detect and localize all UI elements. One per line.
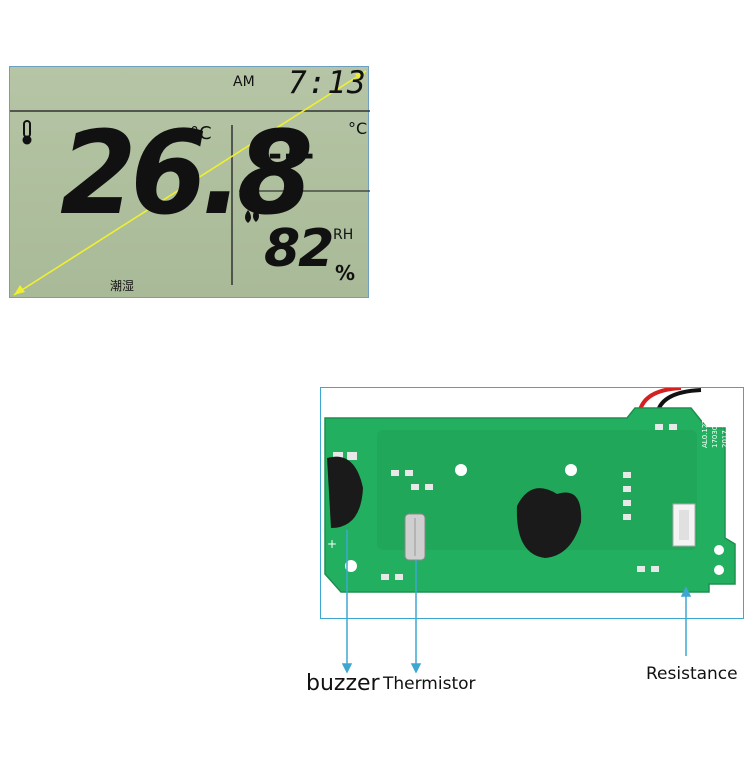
- pcb-photo: + AL0.12T-PCB REV2 17030800163 2017.3.8: [320, 387, 744, 619]
- indoor-temp-unit: °C: [190, 123, 212, 144]
- mount-hole-1: [455, 464, 467, 476]
- pcb-serial-text: 17030800163: [711, 399, 719, 448]
- droplet-icon: [245, 208, 259, 223]
- humidity-value: 82: [264, 219, 334, 279]
- percent-sign: %: [335, 261, 356, 285]
- connector-component: [672, 503, 696, 547]
- clock-time: 7:13: [288, 65, 367, 101]
- outdoor-temp-unit: °C: [348, 119, 368, 138]
- mount-hole-4: [714, 565, 724, 575]
- am-indicator: AM: [233, 74, 255, 90]
- buzzer-arrow-head: [341, 663, 353, 674]
- lcd-display-photo: AM 7:13 26.8 °C °C --- 82 RH % 潮湿: [9, 65, 370, 298]
- resistance-label: Resistance: [646, 664, 738, 684]
- mount-hole-2: [565, 464, 577, 476]
- diagonal-measure-arrow: [13, 70, 367, 296]
- pcb-date-text: 2017.3.8: [721, 417, 729, 448]
- buzzer-label: buzzer: [306, 671, 380, 696]
- indoor-temperature: 26.8: [60, 105, 313, 241]
- pcb-model-text: AL0.12T-PCB REV2: [701, 388, 709, 448]
- buzzer-component: +: [327, 456, 363, 551]
- thermistor-arrow-head: [410, 663, 422, 674]
- lcd-graphics: [10, 70, 370, 296]
- comfort-label: 潮湿: [110, 279, 135, 293]
- outdoor-temperature: ---: [268, 135, 317, 175]
- thermistor-component: [404, 513, 426, 561]
- thermistor-label: Thermistor: [383, 674, 476, 694]
- mount-hole-5: [714, 545, 724, 555]
- mount-hole-3: [345, 560, 357, 572]
- resistance-arrow-head: [680, 586, 692, 597]
- rh-label: RH: [333, 227, 354, 243]
- thermometer-icon: [22, 120, 32, 145]
- pcb-board-graphic: + AL0.12T-PCB REV2 17030800163 2017.3.8: [324, 388, 736, 593]
- svg-text:+: +: [327, 537, 337, 551]
- cob-chip: [516, 488, 582, 558]
